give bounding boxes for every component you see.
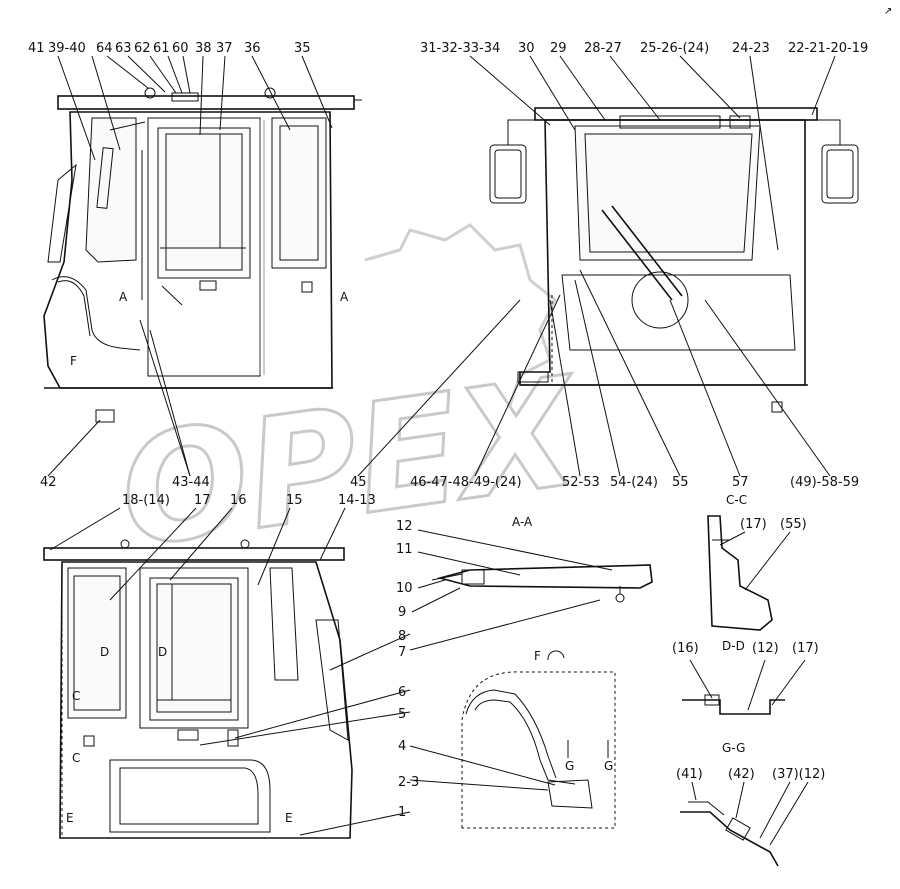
callouts-top-right: 31-32-33-34 30 29 28-27 25-26-(24) 24-23… (410, 41, 868, 490)
callouts-top-left: 41 39-40 64 63 62 61 60 38 37 36 35 42 4… (28, 41, 367, 490)
callout-label: 18-(14) (122, 493, 170, 508)
callout-label: (41) (676, 767, 703, 782)
callout-label: 12 (396, 519, 413, 534)
callout-label: 28-27 (584, 41, 622, 56)
section-marker-d: D (158, 645, 167, 659)
detail-f: F G G (461, 649, 616, 829)
roof-bottom (43, 547, 345, 561)
section-title-cc: C-C (726, 493, 747, 507)
callout-label: 57 (732, 475, 749, 490)
callout-label: 17 (194, 493, 211, 508)
callout-label: (12) (752, 641, 779, 656)
leader-lines-bottom-left (49, 507, 613, 836)
callout-label: (16) (672, 641, 699, 656)
section-g-g: G-G (41) (42) (37)(12) (676, 741, 825, 867)
section-marker-c: C (72, 689, 80, 703)
callout-label: 8 (398, 629, 406, 644)
callout-label: 4 (398, 739, 406, 754)
callout-label: 54-(24) (610, 475, 658, 490)
callout-label: 42 (40, 475, 57, 490)
section-a-a: A-A (431, 515, 653, 603)
section-marker-a: A (119, 290, 128, 304)
callout-label: 45 (350, 475, 367, 490)
callout-label: 37 (216, 41, 233, 56)
callout-label: 29 (550, 41, 567, 56)
cab-front-view (489, 107, 859, 413)
section-marker-e: E (66, 811, 74, 825)
callout-label: 43-44 (172, 475, 210, 490)
callout-label: (55) (780, 517, 807, 532)
callout-label: (17) (792, 641, 819, 656)
callout-label: 61 (153, 41, 170, 56)
callout-label: 63 (115, 41, 132, 56)
callout-label: (17) (740, 517, 767, 532)
section-marker-a: A (340, 290, 349, 304)
callout-label: 46-47-48-49-(24) (410, 475, 522, 490)
callout-label: 10 (396, 581, 413, 596)
detail-title-f: F (534, 649, 541, 663)
leader-lines-top-right (469, 55, 836, 477)
section-title-dd: D-D (722, 639, 745, 653)
callout-label: 1 (398, 805, 406, 820)
section-marker-f: F (70, 354, 77, 368)
callout-label: 11 (396, 542, 413, 557)
callout-label: 41 (28, 41, 45, 56)
callout-label: 38 (195, 41, 212, 56)
callout-label: 2-3 (398, 775, 419, 790)
callout-label: 55 (672, 475, 689, 490)
roof-right (534, 107, 818, 121)
callouts-bottom-left: 18-(14) 17 16 15 14-13 12 11 10 9 8 7 6 … (122, 493, 419, 820)
callout-label: 52-53 (562, 475, 600, 490)
callout-label: 35 (294, 41, 311, 56)
callout-label: 14-13 (338, 493, 376, 508)
callout-label: 22-21-20-19 (788, 41, 868, 56)
section-title-aa: A-A (512, 515, 533, 529)
section-title-gg: G-G (722, 741, 745, 755)
section-marker-g: G (565, 759, 574, 773)
callout-label: 62 (134, 41, 151, 56)
cab-rear-view: D D C C E E (43, 539, 353, 839)
callout-label: 60 (172, 41, 189, 56)
section-d-d: D-D (16) (12) (17) (672, 639, 819, 715)
corner-mark: ↗ (884, 6, 892, 17)
callout-label: 36 (244, 41, 261, 56)
section-marker-c: C (72, 751, 80, 765)
section-marker-g: G (604, 759, 613, 773)
callout-label: 64 (96, 41, 113, 56)
leader-lines-top-left (47, 55, 521, 477)
callout-label: 5 (398, 707, 406, 722)
callout-label: 25-26-(24) (640, 41, 709, 56)
section-marker-e: E (285, 811, 293, 825)
section-marker-d: D (100, 645, 109, 659)
callout-label: (49)-58-59 (790, 475, 859, 490)
callout-label: 24-23 (732, 41, 770, 56)
callout-label: 9 (398, 605, 406, 620)
callout-label: 15 (286, 493, 303, 508)
callout-label: 39-40 (48, 41, 86, 56)
callout-label: 6 (398, 685, 406, 700)
cab-side-view: A A F (43, 87, 362, 423)
callout-label: 16 (230, 493, 247, 508)
roof-left (57, 95, 355, 110)
callout-label: 31-32-33-34 (420, 41, 500, 56)
callout-label: 7 (398, 645, 406, 660)
section-c-c: C-C (17) (55) (707, 493, 807, 631)
callout-label: 30 (518, 41, 535, 56)
callout-label: (42) (728, 767, 755, 782)
callout-label: (37)(12) (772, 767, 825, 782)
